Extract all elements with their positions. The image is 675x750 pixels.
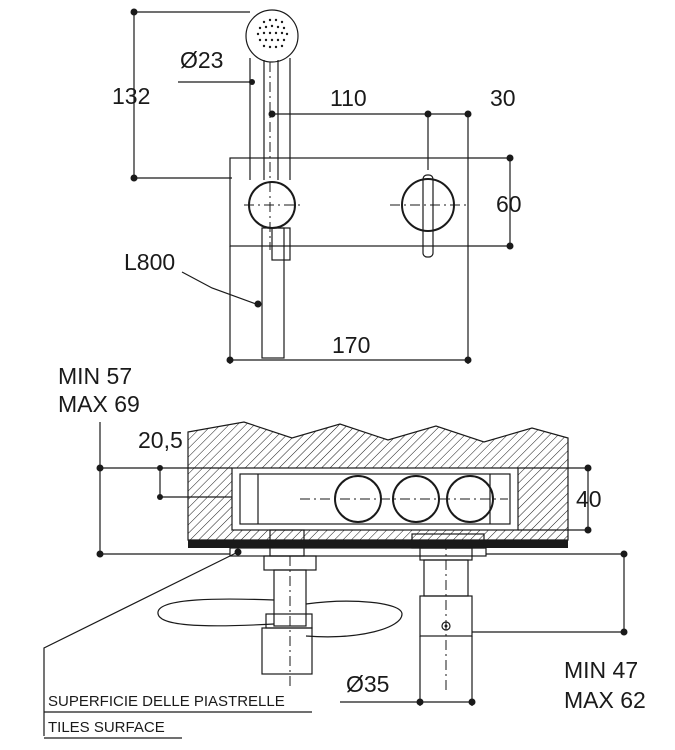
dim-handle-max: MAX 62	[564, 687, 646, 713]
hose-loop	[157, 598, 275, 627]
dim-body-height: 40	[576, 486, 602, 512]
dim-handle-min: MIN 47	[564, 657, 638, 683]
front-view: 132 Ø23 110 30 60 L800	[112, 8, 522, 364]
dim-handshower-diameter: Ø23	[180, 47, 223, 73]
shower-head	[245, 9, 299, 63]
valve-2	[392, 475, 440, 523]
wall-plate	[229, 157, 469, 247]
tile-layer	[188, 540, 568, 548]
hose-holder	[261, 627, 313, 675]
hose-connector	[261, 227, 285, 359]
dim-offset: 20,5	[138, 427, 183, 453]
dim-embed-min: MIN 57	[58, 363, 132, 389]
dim-edge-to-axis: 30	[490, 85, 516, 111]
dim-axis-distance: 110	[330, 85, 367, 111]
note-tiles-en: TILES SURFACE	[48, 719, 165, 736]
dim-handshower-height: 132	[112, 83, 150, 109]
note-tiles-it: SUPERFICIE DELLE PIASTRELLE	[48, 693, 285, 710]
mixer-knob	[401, 178, 455, 232]
dim-plate-height: 60	[496, 191, 522, 217]
dim-embed-max: MAX 69	[58, 391, 140, 417]
dim-handle-diameter: Ø35	[346, 671, 389, 697]
shower-handle	[249, 58, 291, 180]
dim-plate-width: 170	[332, 332, 370, 358]
mixer-lever	[422, 174, 434, 258]
top-view-section: MIN 57 MAX 69 20,5 40	[43, 363, 646, 739]
dim-hose-length: L800	[124, 249, 175, 275]
shower-head-nozzles	[256, 18, 289, 49]
